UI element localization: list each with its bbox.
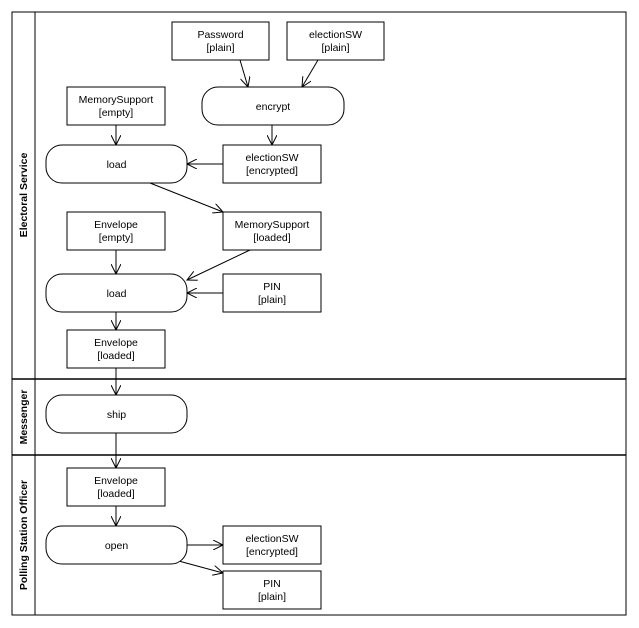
object-name: electionSW <box>245 152 298 164</box>
object-name: electionSW <box>309 29 362 41</box>
object-state: [plain] <box>258 294 286 306</box>
edge-electionsw_plain-to-encrypt <box>302 59 319 87</box>
object-state: [plain] <box>321 42 349 54</box>
edges <box>116 59 319 573</box>
activity-ship[interactable]: ship <box>45 394 188 434</box>
lane-label-officer: Polling Station Officer <box>18 480 30 590</box>
object-state: [loaded] <box>97 488 134 500</box>
lane-label-messenger: Messenger <box>18 390 30 445</box>
activity-open[interactable]: open <box>45 525 188 565</box>
object-state: [plain] <box>206 42 234 54</box>
object-pin-plain-officer[interactable]: PIN [plain] <box>222 570 322 610</box>
object-state: [loaded] <box>97 350 134 362</box>
activity-nodes: encrypt load load ship open <box>45 86 345 565</box>
object-password[interactable]: Password [plain] <box>171 21 270 61</box>
activity-label: load <box>107 159 127 171</box>
object-state: [loaded] <box>253 232 290 244</box>
object-envelope-loaded[interactable]: Envelope [loaded] <box>66 329 166 369</box>
object-name: PIN <box>263 281 281 293</box>
edge-memsupport_loaded-to-load2 <box>187 249 251 280</box>
activity-label: load <box>107 288 127 300</box>
object-state: [encrypted] <box>246 165 298 177</box>
activity-load-memory[interactable]: load <box>45 144 188 184</box>
activity-label: open <box>105 540 129 552</box>
activity-label: encrypt <box>256 101 291 113</box>
object-memorysupport-empty[interactable]: MemorySupport [empty] <box>66 86 166 126</box>
edge-password-to-encrypt <box>239 59 248 87</box>
object-name: MemorySupport <box>235 219 310 231</box>
object-nodes: Password [plain] electionSW [plain] Memo… <box>66 21 385 610</box>
object-name: Envelope <box>94 337 138 349</box>
lane-label-electoral: Electoral Service <box>18 153 30 238</box>
swimlane-frame <box>11 11 627 616</box>
object-envelope-empty[interactable]: Envelope [empty] <box>66 211 166 251</box>
object-electionsw-encrypted[interactable]: electionSW [encrypted] <box>222 144 322 184</box>
object-state: [plain] <box>258 591 286 603</box>
activity-load-envelope[interactable]: load <box>45 273 188 313</box>
object-state: [empty] <box>99 232 134 244</box>
object-electionsw-encrypted-officer[interactable]: electionSW [encrypted] <box>222 525 322 565</box>
object-state: [encrypted] <box>246 546 298 558</box>
object-name: MemorySupport <box>79 94 154 106</box>
edge-load1-to-memsupport_loaded <box>149 182 223 212</box>
activity-encrypt[interactable]: encrypt <box>201 86 345 126</box>
object-electionsw-plain[interactable]: electionSW [plain] <box>286 21 385 61</box>
object-envelope-loaded-officer[interactable]: Envelope [loaded] <box>66 467 166 507</box>
activity-label: ship <box>107 409 126 421</box>
object-name: PIN <box>263 578 281 590</box>
object-memorysupport-loaded[interactable]: MemorySupport [loaded] <box>222 211 322 251</box>
object-name: electionSW <box>245 533 298 545</box>
object-state: [empty] <box>99 107 134 119</box>
edge-open-to-pin_plain_2 <box>174 559 223 573</box>
object-pin-plain[interactable]: PIN [plain] <box>222 273 322 313</box>
lane-labels: Electoral Service Messenger Polling Stat… <box>18 153 30 591</box>
object-name: Password <box>197 29 243 41</box>
object-name: Envelope <box>94 475 138 487</box>
object-name: Envelope <box>94 219 138 231</box>
lanes-border <box>11 11 627 616</box>
